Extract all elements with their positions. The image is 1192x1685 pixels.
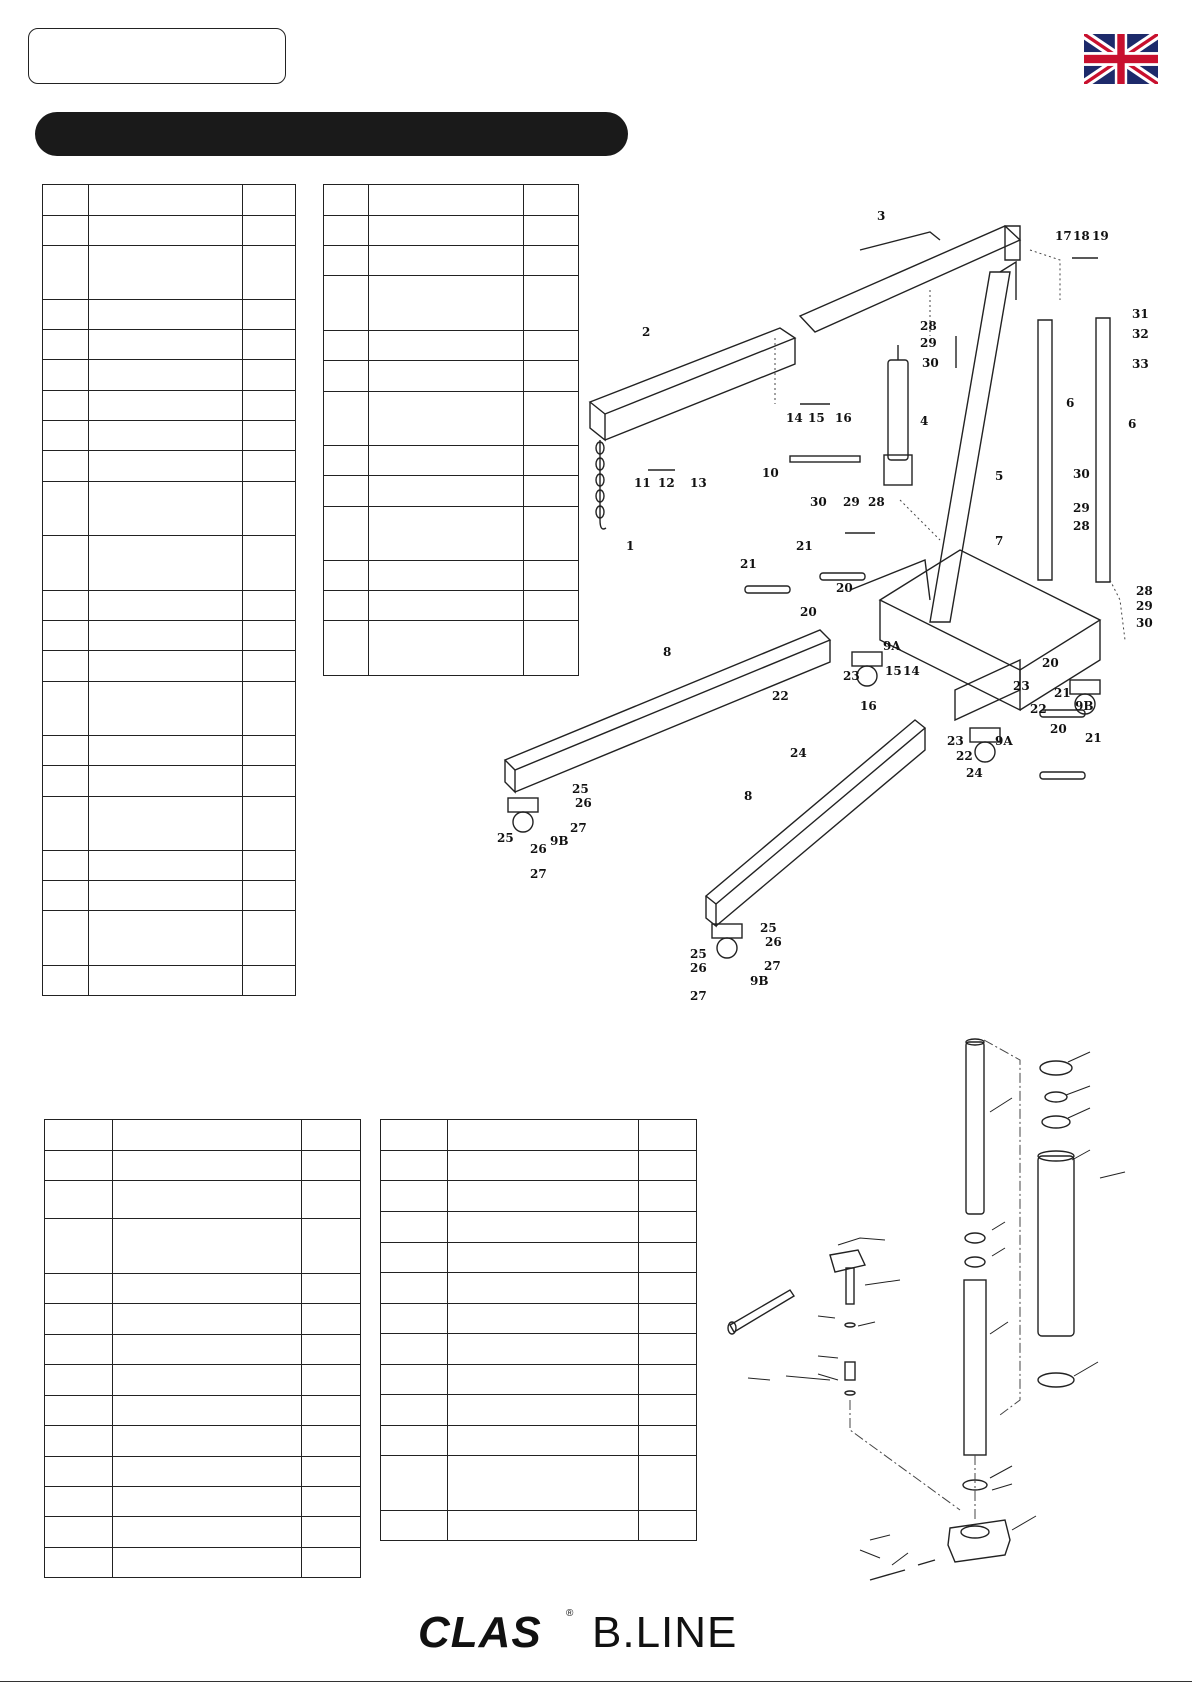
parts-table-crane-right xyxy=(323,184,579,676)
callout-27: 27 xyxy=(570,821,587,835)
callout-8: 8 xyxy=(663,645,671,659)
callout-22: 22 xyxy=(772,689,789,703)
callout-7: 7 xyxy=(995,534,1003,548)
callout-9a: 9A xyxy=(995,734,1013,748)
callout-25: 25 xyxy=(760,921,777,935)
callout-30: 30 xyxy=(1136,616,1153,630)
callout-33: 33 xyxy=(1132,357,1149,371)
brand-logo-clas: CLAS xyxy=(418,1608,542,1657)
parts-table-cylinder-right xyxy=(380,1119,697,1541)
callout-27: 27 xyxy=(690,989,707,1003)
callout-15: 15 xyxy=(885,664,902,678)
parts-table-cylinder-left xyxy=(44,1119,361,1578)
callout-22: 22 xyxy=(1030,702,1047,716)
callout-29: 29 xyxy=(1073,501,1090,515)
callout-22: 22 xyxy=(956,749,973,763)
callout-19: 19 xyxy=(1092,229,1109,243)
callout-9a: 9A xyxy=(883,639,901,653)
callout-26: 26 xyxy=(575,796,592,810)
callout-28: 28 xyxy=(920,319,937,333)
callout-16: 16 xyxy=(835,411,852,425)
footer-divider xyxy=(0,1681,1192,1682)
callout-8: 8 xyxy=(744,789,752,803)
callout-6: 6 xyxy=(1066,396,1074,410)
callout-9b: 9B xyxy=(550,834,569,848)
callout-28: 28 xyxy=(1136,584,1153,598)
callout-24: 24 xyxy=(966,766,983,780)
callout-24: 24 xyxy=(790,746,807,760)
callout-21: 21 xyxy=(1054,686,1071,700)
callout-16: 16 xyxy=(860,699,877,713)
callout-3: 3 xyxy=(877,209,885,223)
callout-11: 11 xyxy=(634,476,651,490)
callout-14: 14 xyxy=(786,411,803,425)
callout-26: 26 xyxy=(765,935,782,949)
callout-32: 32 xyxy=(1132,327,1149,341)
callout-5: 5 xyxy=(995,469,1003,483)
brand-registered-mark: ® xyxy=(566,1608,574,1619)
callout-30: 30 xyxy=(922,356,939,370)
callout-21: 21 xyxy=(796,539,813,553)
callout-4: 4 xyxy=(920,414,928,428)
callout-21: 21 xyxy=(1085,731,1102,745)
callout-23: 23 xyxy=(947,734,964,748)
brand-logo-bline: B.LINE xyxy=(592,1608,738,1657)
callout-13: 13 xyxy=(690,476,707,490)
callout-30: 30 xyxy=(810,495,827,509)
callout-28: 28 xyxy=(868,495,885,509)
callout-25: 25 xyxy=(690,947,707,961)
callout-29: 29 xyxy=(920,336,937,350)
callout-20: 20 xyxy=(1050,722,1067,736)
parts-table-crane-left xyxy=(42,184,296,996)
callout-25: 25 xyxy=(572,782,589,796)
callout-28: 28 xyxy=(1073,519,1090,533)
callout-30: 30 xyxy=(1073,467,1090,481)
title-bar xyxy=(35,112,628,156)
callout-27: 27 xyxy=(530,867,547,881)
callout-6: 6 xyxy=(1128,417,1136,431)
uk-flag-icon xyxy=(1084,34,1158,84)
callout-23: 23 xyxy=(1013,679,1030,693)
callout-29: 29 xyxy=(843,495,860,509)
callout-29: 29 xyxy=(1136,599,1153,613)
callout-20: 20 xyxy=(836,581,853,595)
callout-23: 23 xyxy=(843,669,860,683)
callout-25: 25 xyxy=(497,831,514,845)
callout-9b: 9B xyxy=(750,974,769,988)
callout-2: 2 xyxy=(642,325,650,339)
cylinder-exploded-diagram xyxy=(727,1038,1126,1581)
callout-15: 15 xyxy=(808,411,825,425)
callout-9b: 9B xyxy=(1075,699,1094,713)
callout-1: 1 xyxy=(626,539,634,553)
callout-18: 18 xyxy=(1073,229,1090,243)
callout-10: 10 xyxy=(762,466,779,480)
callout-27: 27 xyxy=(764,959,781,973)
crane-exploded-diagram: 1 2 3 4 5 6 6 7 8 8 9A 9A 9B 9B 9B 10 11… xyxy=(497,209,1153,1003)
callout-14: 14 xyxy=(903,664,920,678)
callout-12: 12 xyxy=(658,476,675,490)
callout-20: 20 xyxy=(800,605,817,619)
callout-26: 26 xyxy=(530,842,547,856)
callout-20: 20 xyxy=(1042,656,1059,670)
callout-26: 26 xyxy=(690,961,707,975)
callout-31: 31 xyxy=(1132,307,1149,321)
reference-box xyxy=(28,28,286,84)
callout-17: 17 xyxy=(1055,229,1072,243)
callout-21: 21 xyxy=(740,557,757,571)
